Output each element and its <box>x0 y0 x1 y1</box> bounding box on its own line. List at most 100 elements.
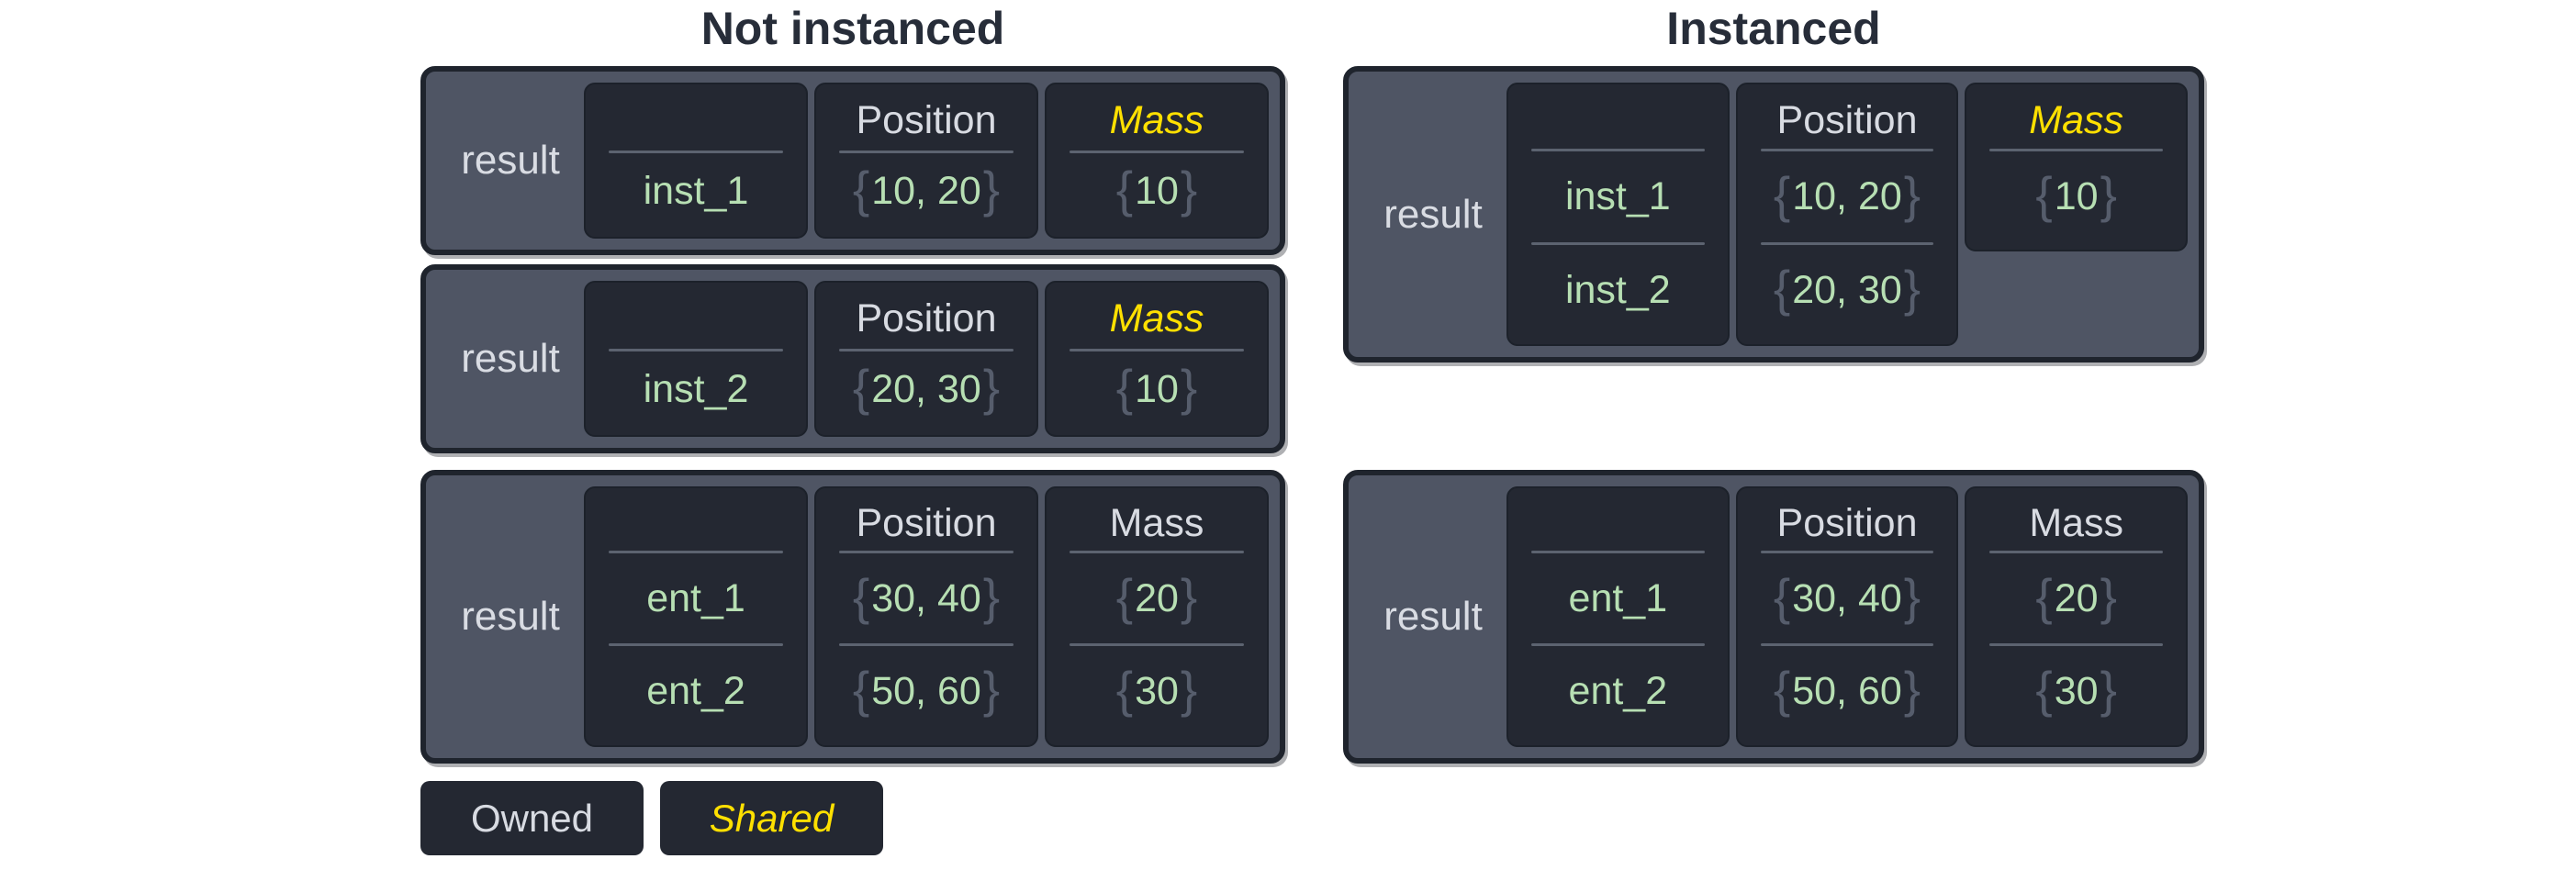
close-brace: } <box>1903 660 1921 718</box>
close-brace: } <box>1180 660 1198 718</box>
legend: Owned Shared <box>420 781 883 855</box>
open-brace: { <box>852 567 870 625</box>
column-header-shared: Mass <box>1109 296 1204 341</box>
divider <box>1760 149 1934 151</box>
entity-column: ent_1 ent_2 <box>1506 486 1730 747</box>
entity-column: inst_1 <box>584 83 808 239</box>
open-brace: { <box>1773 567 1791 625</box>
close-brace: } <box>982 358 1001 416</box>
result-label: result <box>461 336 560 381</box>
column-header <box>1508 496 1728 551</box>
cell-value: {50, 60} <box>852 660 1001 718</box>
cell-value: inst_1 <box>1564 174 1671 218</box>
open-brace: { <box>1773 166 1791 223</box>
column-header-shared: Mass <box>2029 97 2124 142</box>
divider <box>839 643 1014 646</box>
close-brace: } <box>1180 358 1198 416</box>
divider <box>1760 551 1934 553</box>
position-column: Position {20, 30} <box>814 281 1038 437</box>
divider <box>1760 643 1934 646</box>
cells: inst_2 Position {20, 30} Mass {10} <box>584 281 1269 437</box>
cell-value: {30} <box>1115 660 1198 718</box>
open-brace: { <box>2035 660 2053 718</box>
cell-value: {10, 20} <box>1773 166 1921 223</box>
open-brace: { <box>1115 567 1134 625</box>
column-header: Position <box>856 296 997 341</box>
close-brace: } <box>2100 660 2117 718</box>
table-instanced-insts: result inst_1 inst_2 Position {10, 20} {… <box>1343 66 2204 362</box>
table-not-instanced-inst1: result inst_1 Position {10, 20} Mass {10… <box>420 66 1285 255</box>
cell-value: inst_1 <box>643 168 749 213</box>
cell-value: {20, 30} <box>1773 260 1921 317</box>
legend-owned: Owned <box>420 781 644 855</box>
divider <box>1070 348 1244 351</box>
mass-column: Mass {20} {30} <box>1045 486 1269 747</box>
divider <box>1531 242 1705 245</box>
cell-value: {10} <box>1115 358 1198 416</box>
close-brace: } <box>1903 166 1921 223</box>
position-column: Position {30, 40} {50, 60} <box>1735 486 1959 747</box>
table-not-instanced-inst2: result inst_2 Position {20, 30} Mass {10… <box>420 264 1285 453</box>
result-label: result <box>1383 191 1483 237</box>
divider <box>609 643 783 646</box>
cell-value: {10} <box>2035 166 2117 223</box>
cells: inst_1 Position {10, 20} Mass {10} <box>584 83 1269 239</box>
column-header: Mass <box>2029 500 2124 545</box>
table-instanced-entities: result ent_1 ent_2 Position {30, 40} {50… <box>1343 470 2204 764</box>
column-header <box>586 92 806 151</box>
column-header <box>1508 92 1728 149</box>
divider <box>1070 150 1244 153</box>
column-header: Position <box>1776 97 1918 142</box>
open-brace: { <box>852 660 870 718</box>
cells: ent_1 ent_2 Position {30, 40} {50, 60} M… <box>584 486 1269 747</box>
result-label: result <box>461 138 560 183</box>
cell-value: {30, 40} <box>852 567 1001 625</box>
column-header: Position <box>856 500 997 545</box>
result-label: result <box>1383 594 1483 639</box>
position-column: Position {10, 20} <box>814 83 1038 239</box>
section-title-instanced: Instanced <box>1666 3 1881 54</box>
close-brace: } <box>1903 567 1921 625</box>
cell-value: {20} <box>2035 567 2117 625</box>
cell-value: {10} <box>1115 160 1198 218</box>
cell-value: ent_1 <box>646 575 745 620</box>
cell-value: {10, 20} <box>852 160 1001 218</box>
divider <box>1070 551 1244 553</box>
section-title-not-instanced: Not instanced <box>700 3 1005 54</box>
cell-value: {20} <box>1115 567 1198 625</box>
divider <box>1989 643 2164 646</box>
close-brace: } <box>1180 567 1198 625</box>
divider <box>1531 643 1705 646</box>
position-column: Position {10, 20} {20, 30} <box>1735 83 1959 346</box>
position-column: Position {30, 40} {50, 60} <box>814 486 1038 747</box>
open-brace: { <box>2035 166 2053 223</box>
mass-column: Mass {10} <box>1045 281 1269 437</box>
open-brace: { <box>1773 260 1791 317</box>
close-brace: } <box>982 160 1001 218</box>
divider <box>839 348 1014 351</box>
close-brace: } <box>2100 166 2117 223</box>
close-brace: } <box>982 660 1001 718</box>
cell-value: ent_2 <box>646 668 745 713</box>
divider <box>609 551 783 553</box>
divider <box>1531 149 1705 151</box>
divider <box>839 150 1014 153</box>
entity-column: inst_2 <box>584 281 808 437</box>
mass-column: Mass {10} <box>1045 83 1269 239</box>
open-brace: { <box>1115 358 1134 416</box>
open-brace: { <box>852 358 870 416</box>
column-header: Mass <box>1109 500 1204 545</box>
close-brace: } <box>1180 160 1198 218</box>
open-brace: { <box>1115 660 1134 718</box>
close-brace: } <box>982 567 1001 625</box>
divider <box>1760 242 1934 245</box>
divider <box>1070 643 1244 646</box>
cell-value: ent_1 <box>1568 575 1668 620</box>
column-header <box>586 290 806 349</box>
cell-value: inst_2 <box>1564 268 1671 312</box>
cells: inst_1 inst_2 Position {10, 20} {20, 30}… <box>1506 83 2188 346</box>
legend-shared: Shared <box>660 781 883 855</box>
cell-value: ent_2 <box>1568 668 1668 713</box>
open-brace: { <box>1773 660 1791 718</box>
column-header <box>586 496 806 551</box>
